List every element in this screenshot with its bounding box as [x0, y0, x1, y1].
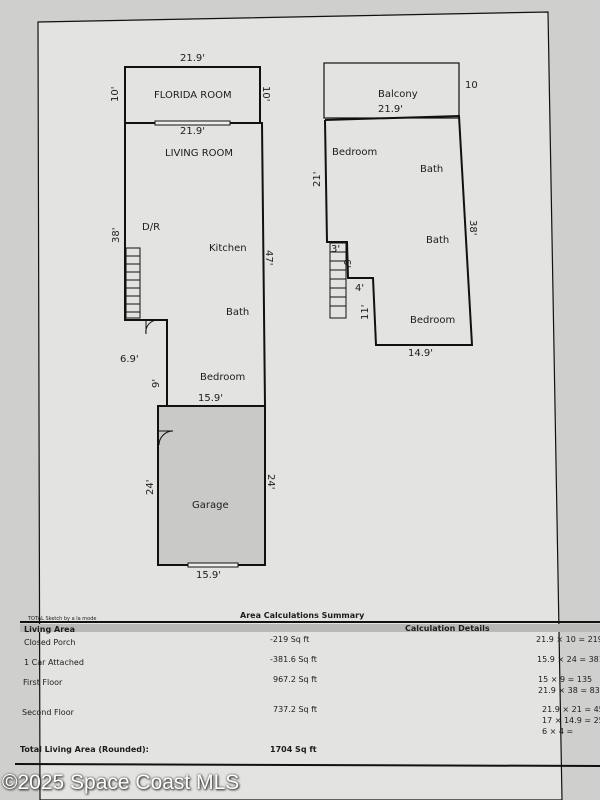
- dimension: 24': [145, 480, 156, 495]
- summary-title: Area Calculations Summary: [240, 611, 365, 620]
- row-calc: 15.9 × 24 = 381.6: [537, 655, 600, 664]
- room-label: FLORIDA ROOM: [154, 90, 232, 101]
- room-label: D/R: [142, 222, 160, 233]
- row-area: -219 Sq ft: [270, 635, 309, 644]
- total-value: 1704 Sq ft: [270, 745, 317, 754]
- row-name: Second Floor: [22, 708, 75, 717]
- door-icon: [145, 319, 159, 335]
- divider: [14, 763, 600, 767]
- stairs-icon: [329, 242, 347, 319]
- dimension: 15.9': [196, 570, 221, 581]
- row-area: -381.6 Sq ft: [270, 655, 317, 664]
- room-label: Bath: [226, 307, 249, 318]
- second-floor-plan: [323, 62, 474, 346]
- room-label: Bedroom: [200, 372, 245, 383]
- paper-sheet: [37, 11, 563, 800]
- details-header: Calculation Details: [405, 624, 490, 633]
- dimension: 38': [467, 220, 478, 235]
- row-area: 967.2 Sq ft: [273, 675, 317, 684]
- room-label: LIVING ROOM: [165, 148, 233, 159]
- section-label: Living Area: [24, 625, 75, 634]
- first-floor-labels: FLORIDA ROOM LIVING ROOM D/R Kitchen Bat…: [110, 53, 276, 581]
- dimension: 6': [341, 259, 352, 268]
- garage-door: [187, 562, 239, 568]
- window: [154, 120, 231, 126]
- dimension: 4': [355, 283, 364, 294]
- row-calc: 6 × 4 =: [542, 727, 573, 736]
- room-label: Bath: [426, 235, 449, 246]
- row-name: 1 Car Attached: [24, 658, 84, 667]
- row-calc: 21.9 × 21 = 459.9: [542, 705, 600, 714]
- total-label: Total Living Area (Rounded):: [20, 745, 149, 754]
- dimension: 21.9': [378, 104, 403, 115]
- stairs-icon: [125, 247, 141, 319]
- dimension: 14.9': [408, 348, 433, 359]
- room-label: Bedroom: [410, 315, 455, 326]
- dimension: 9': [151, 379, 162, 388]
- dimension: 47': [263, 250, 274, 265]
- upper-floor-outline: [324, 114, 474, 346]
- room-label: Kitchen: [209, 243, 247, 254]
- garage-outline: [157, 405, 266, 566]
- door-icon: [158, 430, 174, 446]
- row-calc: 15 × 9 = 135: [538, 675, 592, 684]
- row-calc: 21.9 × 38 = 832.2: [538, 686, 600, 695]
- row-calc: 21.9 × 10 = 219: [536, 635, 600, 644]
- dimension: 21.9': [180, 53, 205, 64]
- room-label: Bedroom: [332, 147, 377, 158]
- room-label: Garage: [192, 500, 229, 511]
- header-band: [20, 624, 600, 632]
- dimension: 38': [111, 228, 122, 243]
- dimension: 10': [260, 86, 271, 101]
- dimension: 15.9': [198, 393, 223, 404]
- area-calculations-summary: TOTAL Sketch by a la mode Area Calculati…: [14, 611, 600, 767]
- room-label: Bath: [420, 164, 443, 175]
- dimension: 10': [110, 87, 121, 102]
- dimension: 10: [465, 80, 478, 91]
- second-floor-labels: Balcony Bedroom Bath Bath Bedroom 10 21.…: [312, 80, 478, 359]
- room-label: Balcony: [378, 89, 418, 100]
- row-name: First Floor: [23, 678, 63, 687]
- row-area: 737.2 Sq ft: [273, 705, 317, 714]
- dimension: 21.9': [180, 126, 205, 137]
- dimension: 3': [331, 244, 340, 255]
- dimension: 11': [360, 305, 371, 320]
- first-floor-plan: [124, 66, 267, 568]
- software-credit: TOTAL Sketch by a la mode: [27, 616, 96, 622]
- dimension: 21': [312, 172, 323, 187]
- row-calc: 17 × 14.9 = 253.3: [542, 716, 600, 725]
- row-name: Closed Porch: [24, 638, 75, 647]
- dimension: 24': [265, 474, 276, 489]
- dimension: 6.9': [120, 354, 139, 365]
- watermark: ©2025 Space Coast MLS: [2, 771, 240, 794]
